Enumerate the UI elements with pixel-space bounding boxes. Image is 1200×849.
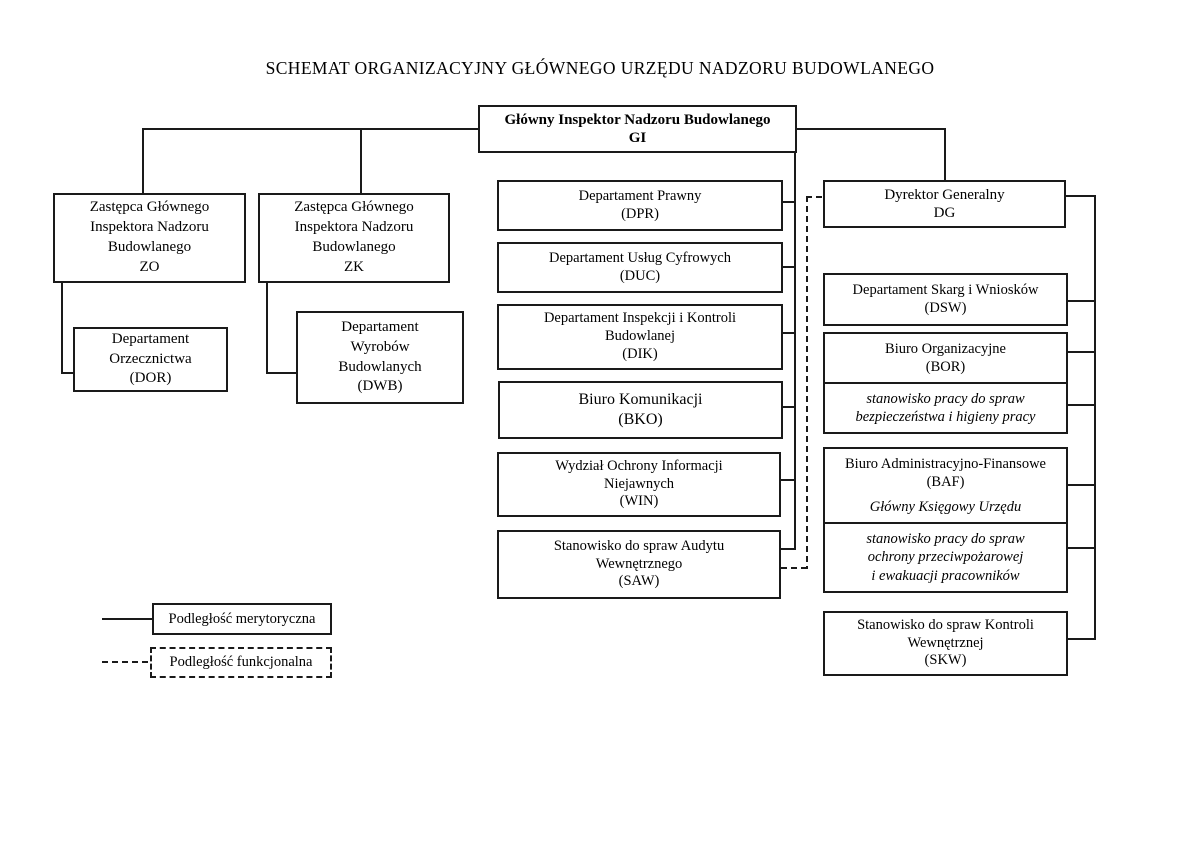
connector-duc (783, 266, 795, 268)
dashed-connector-dg-nub (806, 196, 823, 198)
org-node-baf-group: Biuro Administracyjno-Finansowe (BAF) Gł… (823, 447, 1068, 593)
connector-zk-dwb-vertical (266, 283, 268, 374)
org-node-duc: Departament Usług Cyfrowych (DUC) (497, 242, 783, 293)
dashed-connector-spine (806, 196, 808, 569)
legend-solid-label: Podległość merytoryczna (152, 603, 332, 635)
legend-dashed-label: Podległość funkcjonalna (150, 647, 332, 678)
org-node-baf: Biuro Administracyjno-Finansowe (BAF) Gł… (825, 449, 1066, 522)
connector-middle-spine (794, 152, 796, 550)
connector-drop-zo (142, 128, 144, 194)
org-node-dg: Dyrektor Generalny DG (823, 180, 1066, 228)
org-node-bko: Biuro Komunikacji (BKO) (498, 381, 783, 439)
connector-right-spine (1094, 195, 1096, 640)
connector-baf (1068, 484, 1095, 486)
connector-drop-zk (360, 128, 362, 194)
connector-skw (1068, 638, 1095, 640)
baf-label: Biuro Administracyjno-Finansowe (BAF) (845, 455, 1046, 490)
diagram-title: SCHEMAT ORGANIZACYJNY GŁÓWNEGO URZĘDU NA… (265, 58, 935, 78)
legend-dashed-line (102, 661, 150, 663)
connector-saw (781, 548, 795, 550)
connector-baf-sub (1068, 547, 1095, 549)
org-node-win: Wydział Ochrony Informacji Niejawnych (W… (497, 452, 781, 517)
org-node-bor-bhp: stanowisko pracy do spraw bezpieczeństwa… (825, 382, 1066, 432)
legend-solid-line (102, 618, 152, 620)
org-node-bor-group: Biuro Organizacyjne (BOR) stanowisko pra… (823, 332, 1068, 434)
org-node-bor: Biuro Organizacyjne (BOR) (885, 340, 1006, 375)
org-node-skw: Stanowisko do spraw Kontroli Wewnętrznej… (823, 611, 1068, 676)
connector-win (781, 479, 795, 481)
connector-bor (1068, 351, 1095, 353)
connector-gi-left-arm (143, 128, 478, 130)
org-node-gi: Główny Inspektor Nadzoru Budowlanego GI (478, 105, 797, 153)
org-node-zk: Zastępca Głównego Inspektora Nadzoru Bud… (258, 193, 450, 283)
connector-dsw (1068, 300, 1095, 302)
connector-drop-dg (944, 128, 946, 181)
connector-zo-dor-vertical (61, 283, 63, 374)
baf-chief-accountant-label: Główny Księgowy Urzędu (869, 499, 1022, 516)
org-node-saw: Stanowisko do spraw Audytu Wewnętrznego … (497, 530, 781, 599)
dashed-connector-saw-nub (781, 567, 807, 569)
connector-gi-right-arm (797, 128, 946, 130)
org-node-zo: Zastępca Głównego Inspektora Nadzoru Bud… (53, 193, 246, 283)
connector-dg (1066, 195, 1096, 197)
org-node-dor: Departament Orzecznictwa (DOR) (73, 327, 228, 392)
connector-dik (783, 332, 795, 334)
org-node-dwb: Departament Wyrobów Budowlanych (DWB) (296, 311, 464, 404)
org-node-dpr: Departament Prawny (DPR) (497, 180, 783, 231)
connector-dpr (783, 201, 795, 203)
connector-zo-dor-horizontal (61, 372, 75, 374)
connector-zk-dwb-horizontal (266, 372, 298, 374)
org-node-baf-fire-safety: stanowisko pracy do spraw ochrony przeci… (825, 522, 1066, 591)
org-node-dik: Departament Inspekcji i Kontroli Budowla… (497, 304, 783, 370)
connector-bko (783, 406, 795, 408)
org-node-dsw: Departament Skarg i Wniosków (DSW) (823, 273, 1068, 326)
connector-bor-sub (1068, 404, 1095, 406)
